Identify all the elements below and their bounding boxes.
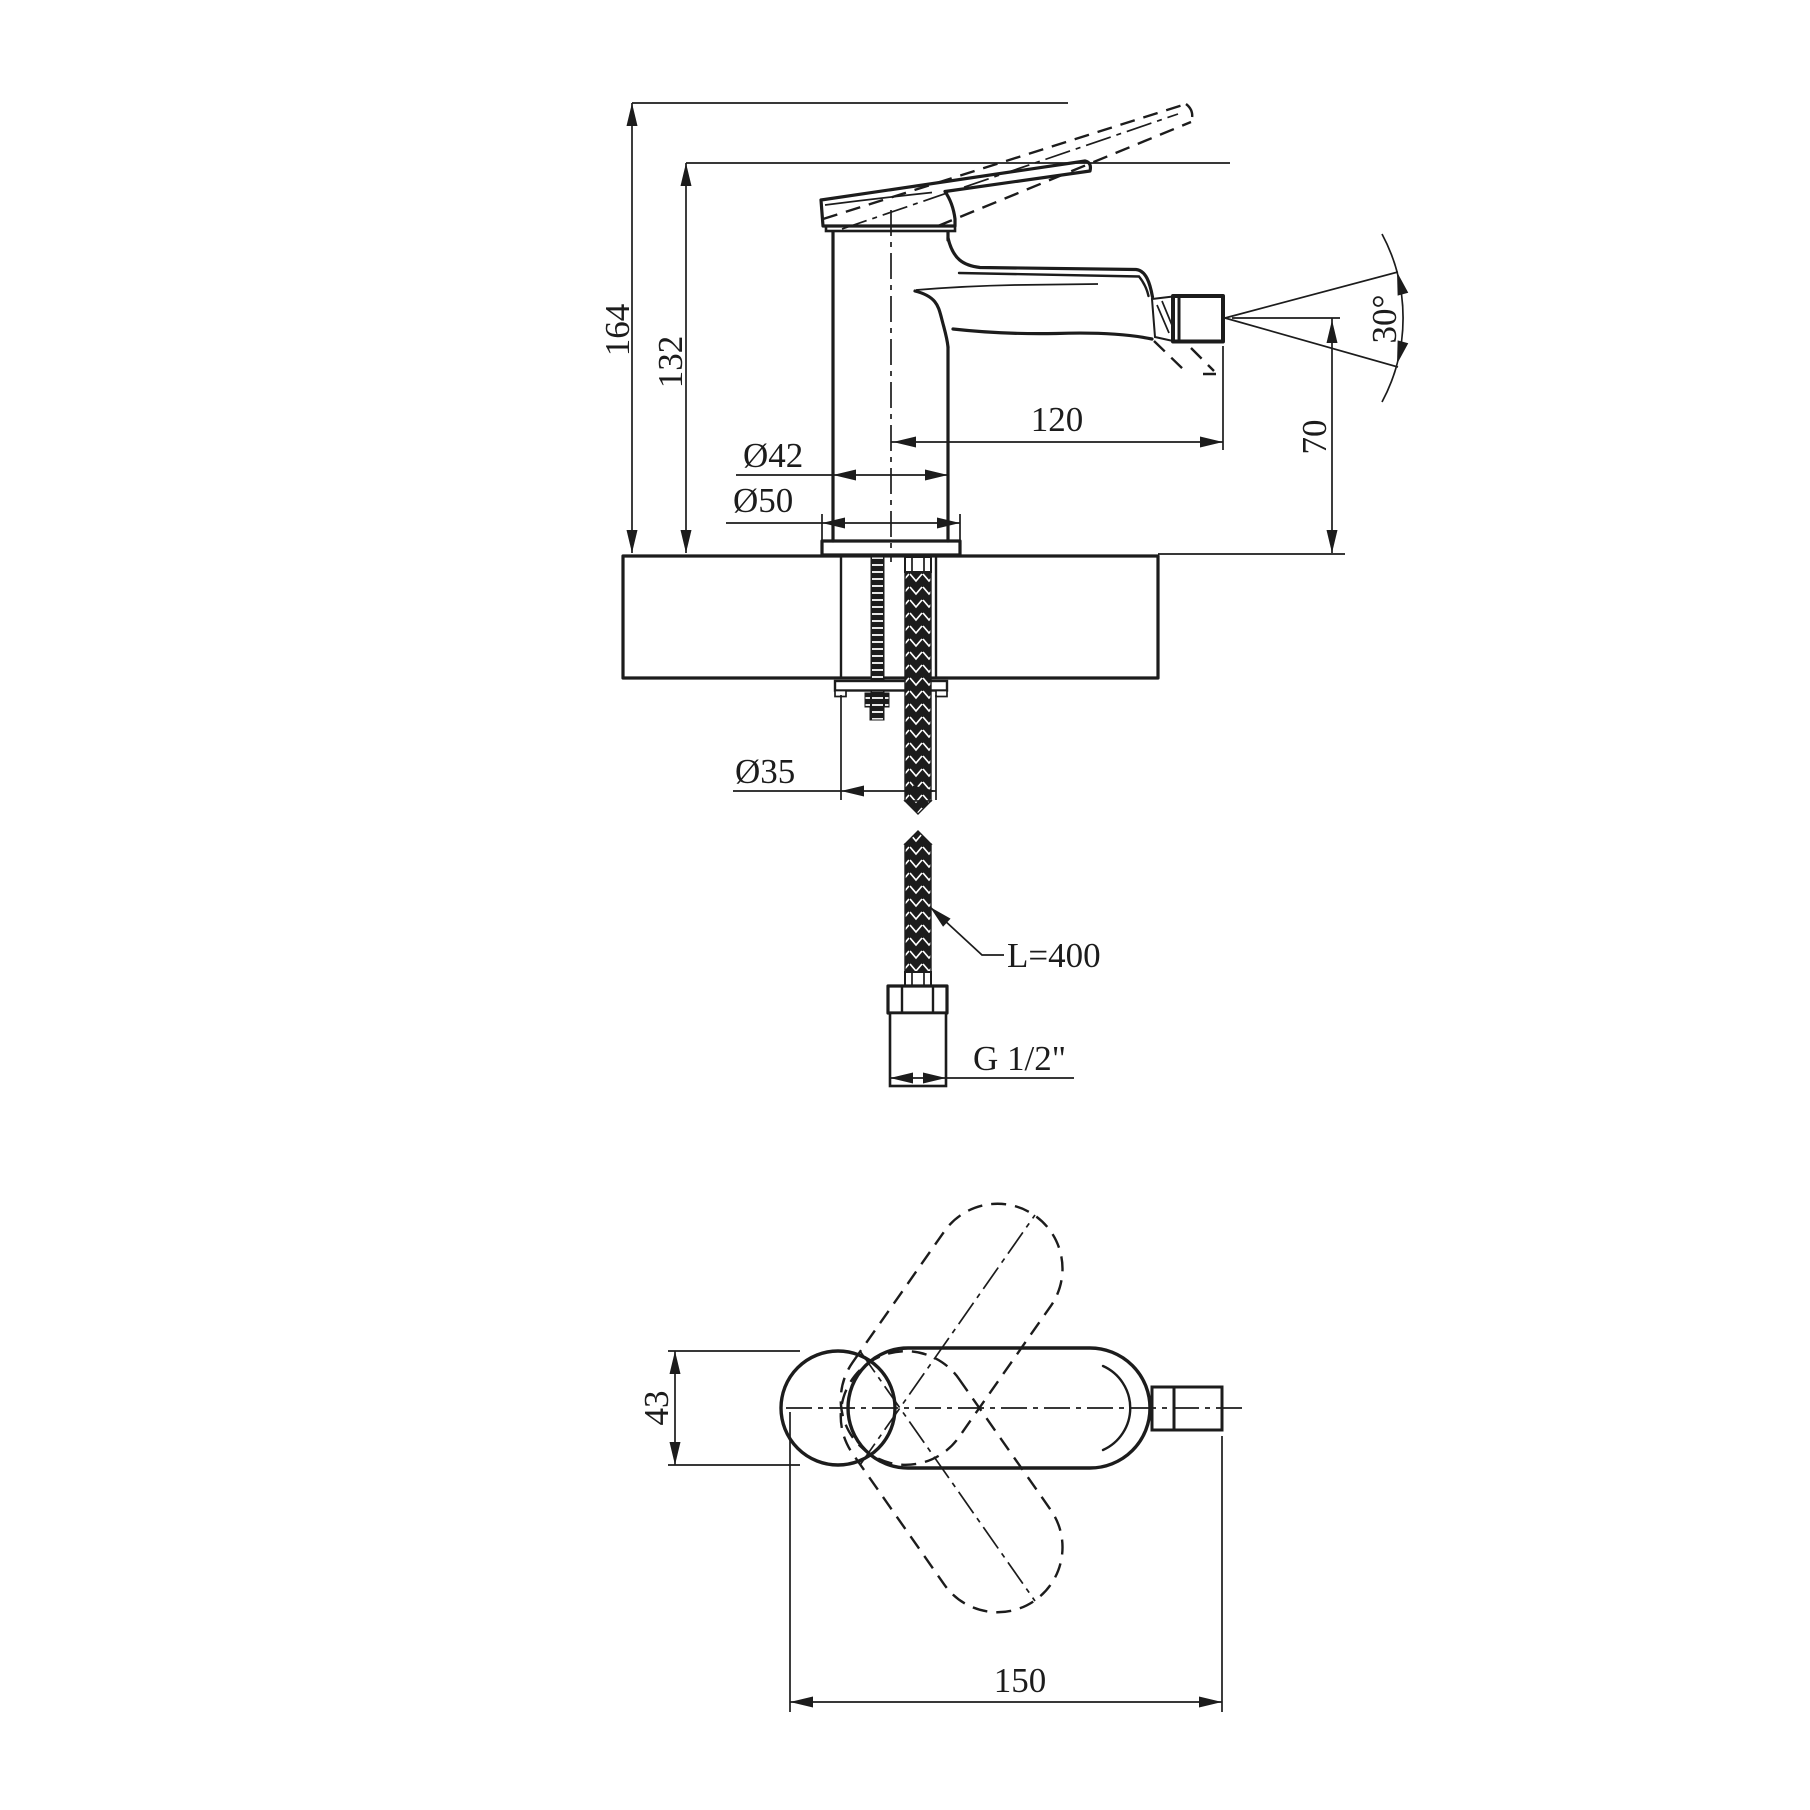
spout-top-edge bbox=[946, 236, 1155, 299]
dim-lines bbox=[685, 162, 1230, 553]
cone-edges bbox=[1224, 271, 1399, 368]
dim-label-body-width: 43 bbox=[637, 1391, 676, 1426]
spout-underside-curve bbox=[913, 289, 950, 349]
dim-label-spout-height: 70 bbox=[1295, 420, 1334, 455]
dim-label-spray-angle: 30° bbox=[1365, 295, 1404, 344]
under-counter-assembly bbox=[833, 556, 949, 1088]
dim-base-diameter: Ø50 bbox=[726, 481, 961, 541]
dim-lines bbox=[733, 695, 937, 800]
stud-tip bbox=[869, 706, 885, 721]
dim-label-hole-diameter: Ø35 bbox=[735, 752, 795, 791]
hose-fitting-lines bbox=[911, 557, 925, 572]
hex-facets bbox=[900, 984, 935, 1015]
dim-label-handle-height: 132 bbox=[651, 336, 690, 389]
dim-overall-height: 164 bbox=[598, 102, 1068, 553]
top-handle-phantom bbox=[839, 1202, 1064, 1614]
hose-break-upper bbox=[903, 800, 933, 815]
hose-break-lower bbox=[903, 830, 933, 845]
dim-handle-height: 132 bbox=[651, 162, 1230, 553]
dim-body-diameter: Ø42 bbox=[736, 436, 948, 481]
dim-label-spout-reach: 120 bbox=[1031, 400, 1084, 439]
dim-hose-length: L=400 bbox=[926, 902, 1101, 975]
handle-lever bbox=[819, 159, 1093, 228]
dim-lines bbox=[1158, 317, 1345, 555]
spout-inner-top bbox=[957, 271, 1150, 298]
phantom-lever-top bbox=[822, 102, 1187, 221]
top-view: 43 150 bbox=[637, 1202, 1248, 1712]
mounting-washer bbox=[833, 679, 949, 692]
phantom-lever-tip bbox=[1185, 103, 1194, 123]
dim-overall-length: 150 bbox=[789, 1412, 1223, 1712]
hose-fitting-bottom bbox=[904, 971, 932, 987]
leader-line bbox=[929, 906, 1004, 956]
dim-label-hose-length: L=400 bbox=[1007, 936, 1101, 975]
dim-label-body-diameter: Ø42 bbox=[743, 436, 803, 475]
dim-spout-height: 70 bbox=[1158, 317, 1345, 555]
faucet-body bbox=[819, 159, 1225, 557]
hose-fitting-lines2 bbox=[911, 972, 925, 986]
dim-lines bbox=[789, 1412, 1223, 1712]
hole-edges bbox=[839, 554, 938, 680]
dim-lines bbox=[631, 102, 1068, 553]
flex-hose-lower bbox=[904, 843, 932, 973]
mounting-stud bbox=[870, 556, 885, 694]
handle-raised-phantom bbox=[822, 102, 1194, 230]
lever-accent-line bbox=[824, 191, 933, 206]
flex-hose-upper bbox=[904, 571, 932, 802]
hose-hex-nut bbox=[886, 984, 949, 1015]
dim-spout-reach: 120 bbox=[891, 346, 1224, 450]
mounting-nut bbox=[864, 692, 890, 708]
washer-tab-right bbox=[935, 689, 948, 698]
dim-label-base-diameter: Ø50 bbox=[733, 481, 793, 520]
side-view: 30° 164 132 120 70 bbox=[598, 102, 1409, 1088]
dim-body-width: 43 bbox=[637, 1350, 800, 1466]
thread-nipple bbox=[888, 1011, 948, 1088]
angle-arc bbox=[1381, 233, 1404, 403]
aerator-phantom-position bbox=[1153, 340, 1216, 376]
countertop-section bbox=[621, 554, 1160, 680]
dim-lines bbox=[891, 346, 1224, 450]
dim-label-overall-length: 150 bbox=[994, 1661, 1047, 1700]
phantom-lever-axis bbox=[841, 113, 1179, 230]
spray-cone: 30° bbox=[1224, 233, 1409, 403]
spout-bottom-edge bbox=[951, 327, 1154, 341]
dim-label-thread-size: G 1/2" bbox=[973, 1039, 1066, 1078]
spout-mouth-line bbox=[915, 283, 1099, 291]
dim-hole-diameter: Ø35 bbox=[733, 695, 937, 800]
handle-phantom-axes bbox=[859, 1214, 1036, 1602]
dim-label-overall-height: 164 bbox=[598, 304, 637, 357]
hose-fitting-top bbox=[904, 556, 932, 573]
dim-thread-size: G 1/2" bbox=[890, 1039, 1074, 1084]
aerator-head bbox=[1171, 294, 1225, 344]
phantom-lever-bottom bbox=[937, 120, 1192, 228]
